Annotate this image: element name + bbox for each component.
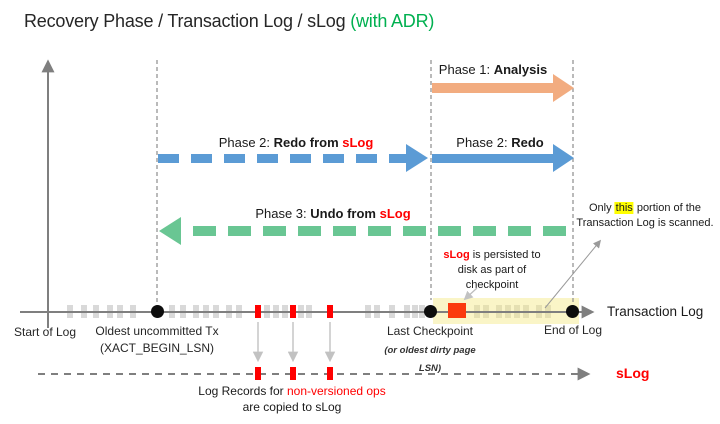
log-records-note: Log Records for non-versioned ops are co…	[198, 384, 386, 414]
end-of-log-label: End of Log	[543, 323, 603, 337]
timeline-event-dot	[150, 305, 164, 318]
phase2-redo-from-slog-arrow	[158, 144, 428, 172]
slog-record-tick	[327, 367, 333, 380]
checkpoint-slog-marker	[448, 303, 466, 318]
highlighted-this: this	[614, 202, 634, 214]
phase2-redo-label: Phase 2: Redo	[456, 135, 544, 150]
oldest-tx-label: Oldest uncommitted Tx (XACT_BEGIN_LSN)	[95, 324, 219, 355]
timeline-event-dot	[423, 305, 437, 318]
persisted-note: sLog is persisted to disk as part of che…	[443, 249, 541, 291]
slog-label: sLog	[616, 365, 650, 381]
phase3-undo-arrow	[159, 217, 573, 245]
phase1-analysis-arrow	[432, 74, 574, 102]
scanned-note: Only this portion of the Transaction Log…	[576, 202, 714, 229]
non-versioned-op-tick	[327, 305, 333, 318]
transaction-log-label: Transaction Log	[607, 304, 704, 319]
persisted-callout-arrow	[463, 287, 478, 301]
phase2-slog-label: Phase 2: Redo from sLog	[218, 135, 374, 150]
last-checkpoint-label: Last Checkpoint (or oldest dirty page LS…	[384, 324, 476, 374]
phase1-label: Phase 1: Analysis	[438, 62, 548, 77]
phase2-redo-arrow	[432, 144, 574, 172]
phase3-undo-label: Phase 3: Undo from sLog	[255, 206, 411, 221]
non-versioned-op-tick	[255, 305, 261, 318]
page-title: Recovery Phase / Transaction Log / sLog …	[24, 11, 434, 32]
slog-record-tick	[255, 367, 261, 380]
timeline-event-dot	[565, 305, 579, 318]
non-versioned-op-tick	[290, 305, 296, 318]
page-title-main: Recovery Phase / Transaction Log / sLog	[24, 11, 351, 31]
scanned-callout-arrow	[544, 239, 602, 309]
page-title-adr: (with ADR)	[350, 11, 435, 31]
start-of-log-label: Start of Log	[13, 325, 77, 339]
slog-record-tick	[290, 367, 296, 380]
